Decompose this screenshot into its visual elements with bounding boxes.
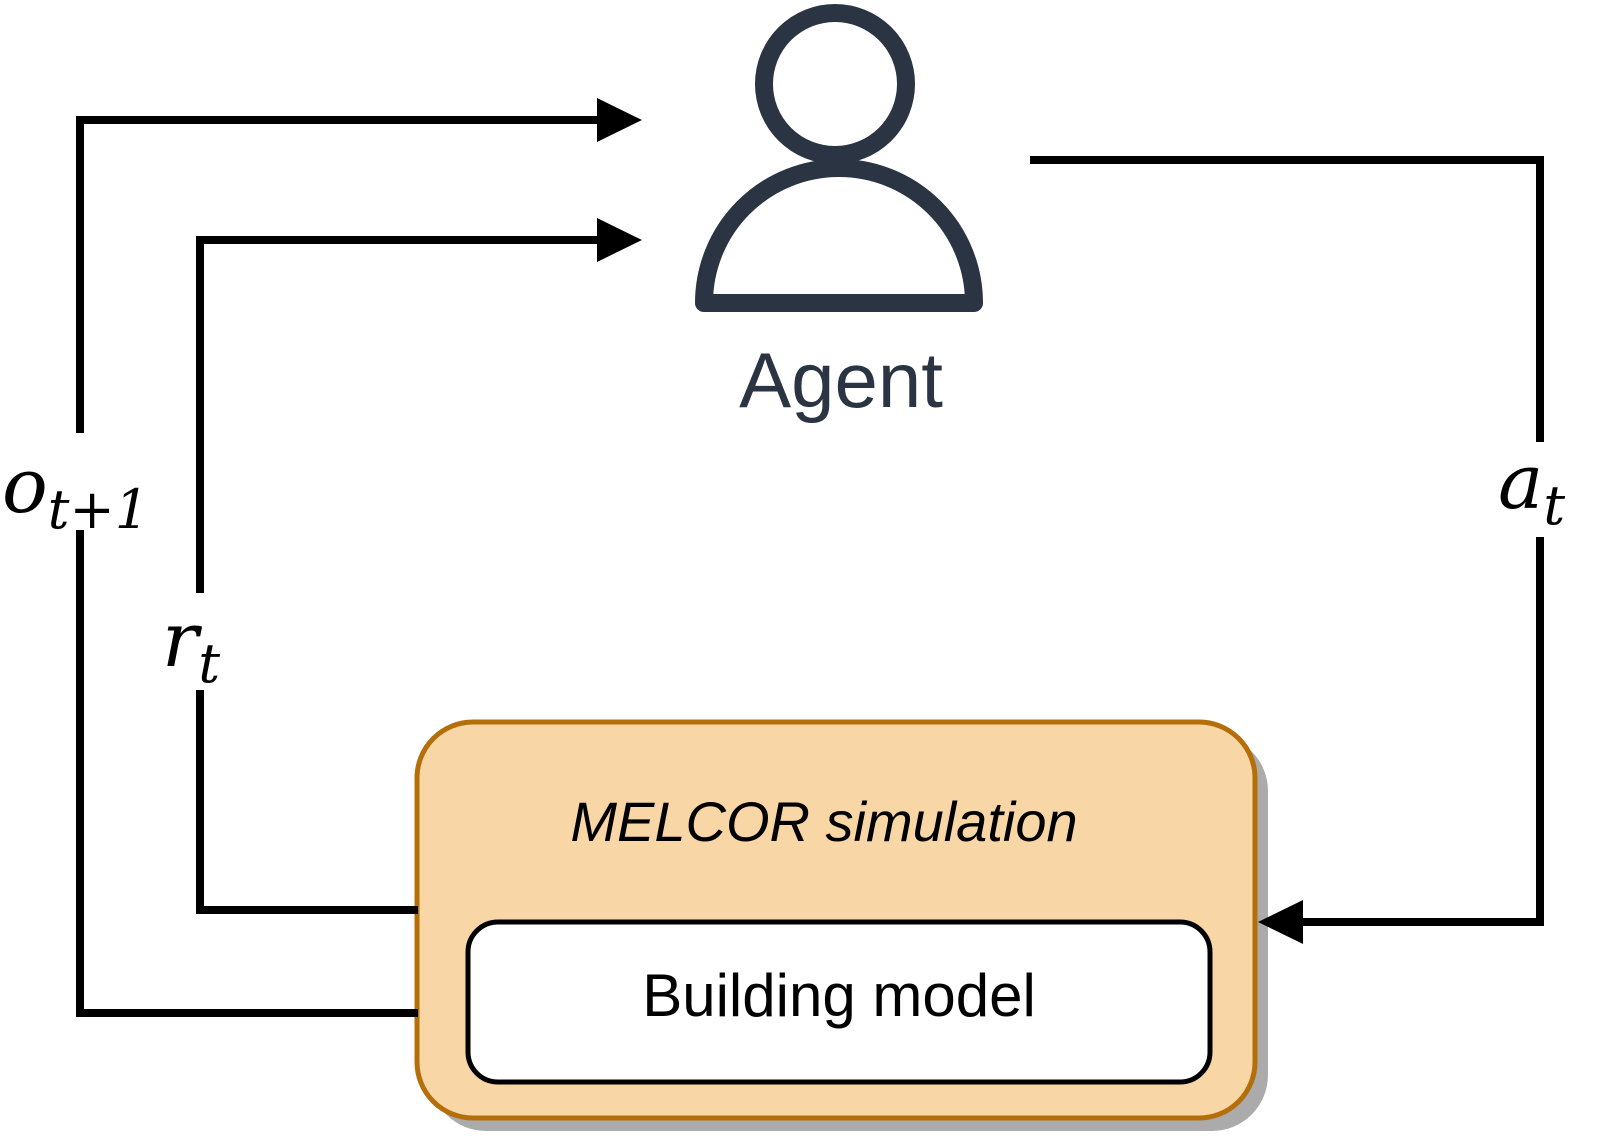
reward-arrowhead: [597, 218, 642, 262]
action-arrowhead: [1258, 900, 1303, 944]
action-label-subscript: t: [1543, 474, 1565, 537]
action-arrow-line-top: [1030, 156, 1544, 442]
action-label: at: [1498, 437, 1565, 537]
observation-label-main: o: [2, 441, 48, 530]
agent-body-icon: [695, 159, 983, 312]
observation-label-subscript: t+1: [48, 478, 149, 541]
reward-label-subscript: t: [198, 632, 220, 695]
reward-label-main: r: [162, 595, 203, 684]
reward-label: rt: [162, 595, 220, 695]
building-model-label: Building model: [642, 962, 1036, 1029]
action-arrow-line-bottom: [1302, 537, 1544, 926]
reward-arrow-line-bottom: [196, 690, 418, 914]
observation-arrowhead: [597, 98, 642, 142]
agent-label: Agent: [739, 336, 943, 424]
agent-head-icon: [755, 4, 915, 164]
action-label-main: a: [1498, 437, 1543, 526]
observation-arrow-line-bottom: [76, 530, 418, 1017]
melcor-simulation-title: MELCOR simulation: [570, 790, 1077, 853]
building-model-box: [465, 919, 1213, 1085]
agent-icon: [695, 4, 983, 312]
observation-label: ot+1: [2, 441, 149, 541]
observation-arrow-line-top: [76, 116, 599, 433]
reward-arrow-line-top: [196, 236, 599, 593]
